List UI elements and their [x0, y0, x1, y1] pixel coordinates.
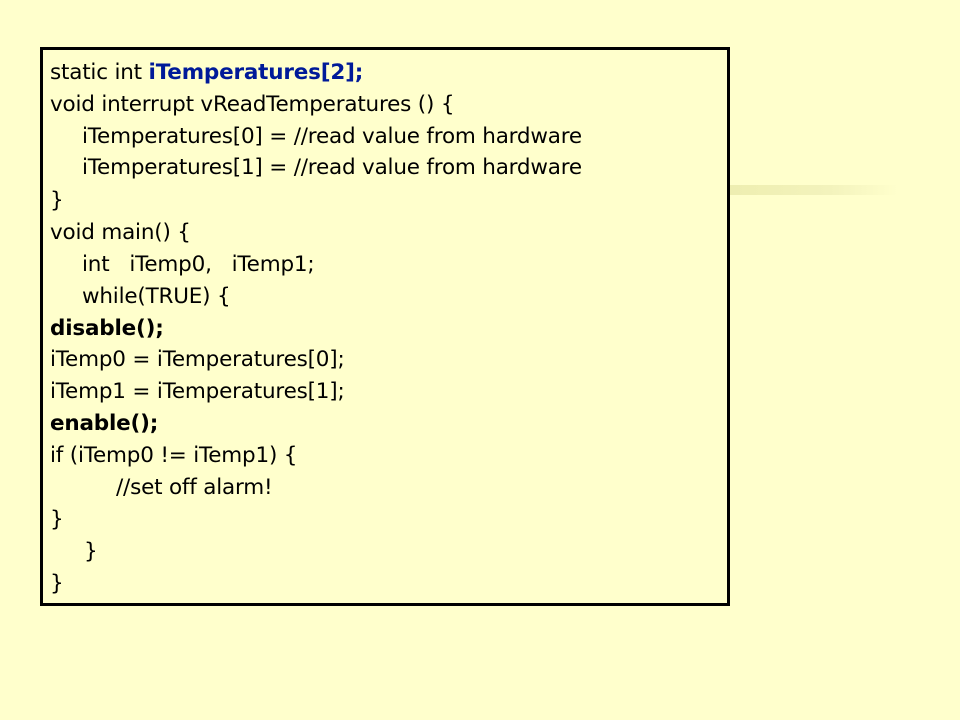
highlighted-array: iTemperatures[2]; [148, 60, 364, 85]
static-declaration: static int [50, 60, 149, 85]
code-line-8: while(TRUE) { [82, 284, 231, 309]
code-line-2: void interrupt vReadTemperatures () { [50, 92, 455, 117]
code-line-13: if (iTemp0 != iTemp1) { [50, 443, 298, 468]
code-line-15: } [50, 507, 64, 532]
code-line-9: disable(); [50, 316, 164, 341]
code-line-11: iTemp1 = iTemperatures[1]; [50, 379, 345, 404]
code-line-5: } [50, 188, 64, 213]
code-line-6: void main() { [50, 220, 191, 245]
code-line-14: //set off alarm! [116, 475, 273, 500]
code-line-16: } [84, 539, 98, 564]
code-listing: static int iTemperatures[2]; void interr… [40, 47, 730, 606]
code-line-7: int iTemp0, iTemp1; [82, 252, 315, 277]
code-line-4: iTemperatures[1] = //read value from har… [82, 155, 582, 180]
code-line-12: enable(); [50, 411, 159, 436]
code-line-3: iTemperatures[0] = //read value from har… [82, 124, 582, 149]
decorative-rule [728, 185, 898, 195]
code-line-10: iTemp0 = iTemperatures[0]; [50, 347, 345, 372]
code-line-1: static int iTemperatures[2]; [50, 57, 363, 89]
code-line-17: } [50, 571, 64, 596]
